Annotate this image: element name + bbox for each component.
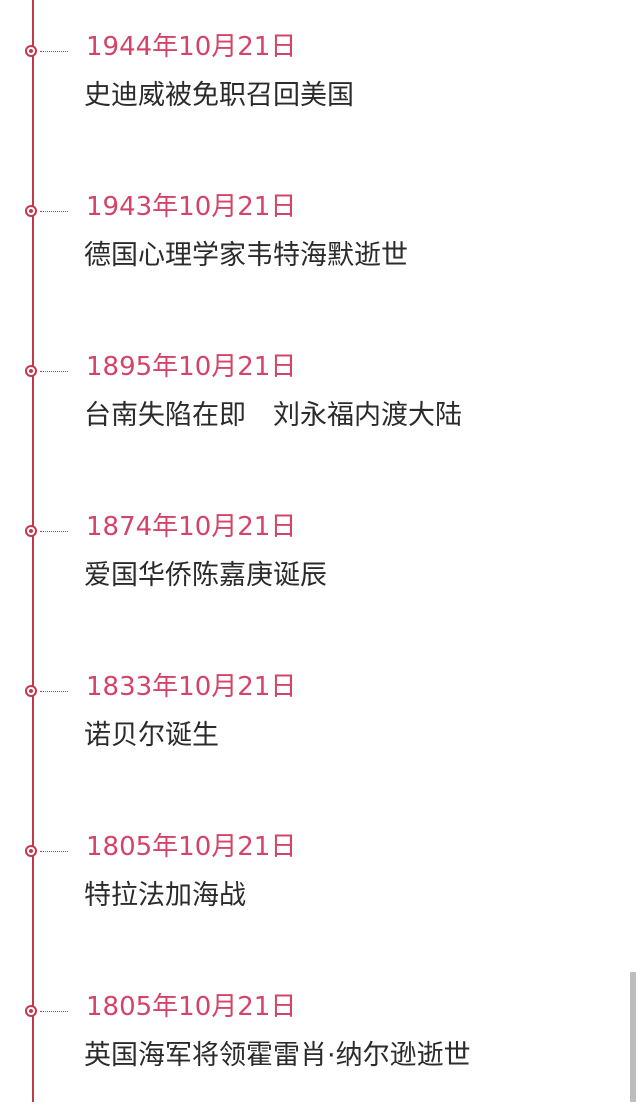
timeline-dot-icon	[25, 45, 37, 57]
timeline-dot-icon	[25, 525, 37, 537]
event-title[interactable]: 史迪威被免职召回美国	[84, 80, 354, 111]
event-title[interactable]: 英国海军将领霍雷肖·纳尔逊逝世	[84, 1040, 471, 1071]
dotted-connector	[40, 371, 68, 372]
dotted-connector	[40, 1011, 68, 1012]
timeline-dot-icon	[25, 845, 37, 857]
dotted-connector	[40, 691, 68, 692]
event-date: 1874年10月21日	[86, 512, 297, 542]
dotted-connector	[40, 51, 68, 52]
dotted-connector	[40, 211, 68, 212]
event-title[interactable]: 爱国华侨陈嘉庚诞辰	[84, 560, 327, 591]
timeline-item[interactable]: 1805年10月21日 英国海军将领霍雷肖·纳尔逊逝世	[0, 992, 640, 1112]
event-date: 1895年10月21日	[86, 352, 297, 382]
timeline-dot-icon	[25, 205, 37, 217]
timeline-item[interactable]: 1944年10月21日 史迪威被免职召回美国	[0, 32, 640, 152]
dotted-connector	[40, 531, 68, 532]
event-date: 1805年10月21日	[86, 992, 297, 1022]
timeline-dot-icon	[25, 685, 37, 697]
event-title[interactable]: 特拉法加海战	[84, 880, 246, 911]
event-title[interactable]: 德国心理学家韦特海默逝世	[84, 240, 408, 271]
event-date: 1805年10月21日	[86, 832, 297, 862]
scrollbar[interactable]	[630, 972, 636, 1102]
event-date: 1943年10月21日	[86, 192, 297, 222]
dotted-connector	[40, 851, 68, 852]
timeline-item[interactable]: 1943年10月21日 德国心理学家韦特海默逝世	[0, 192, 640, 312]
timeline-item[interactable]: 1833年10月21日 诺贝尔诞生	[0, 672, 640, 792]
event-title[interactable]: 诺贝尔诞生	[84, 720, 219, 751]
event-title[interactable]: 台南失陷在即 刘永福内渡大陆	[84, 400, 462, 431]
event-date: 1944年10月21日	[86, 32, 297, 62]
event-date: 1833年10月21日	[86, 672, 297, 702]
timeline-item[interactable]: 1895年10月21日 台南失陷在即 刘永福内渡大陆	[0, 352, 640, 472]
timeline-item[interactable]: 1805年10月21日 特拉法加海战	[0, 832, 640, 952]
timeline-item[interactable]: 1874年10月21日 爱国华侨陈嘉庚诞辰	[0, 512, 640, 632]
timeline-line	[32, 0, 34, 1102]
timeline-dot-icon	[25, 1005, 37, 1017]
timeline-dot-icon	[25, 365, 37, 377]
